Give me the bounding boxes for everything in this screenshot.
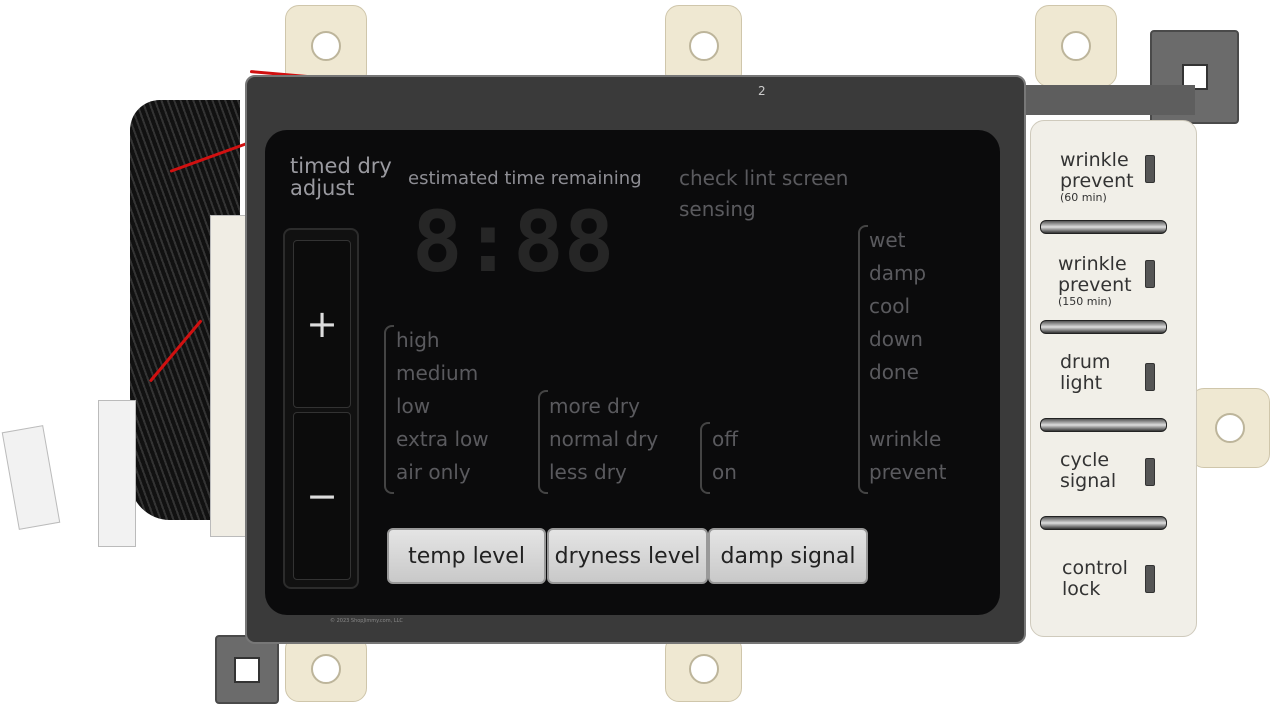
plus-button[interactable]: +: [293, 240, 351, 408]
dryness-less: less dry: [549, 460, 627, 484]
temp-low: low: [396, 394, 431, 418]
button-sublabel: (150 min): [1058, 295, 1112, 308]
wire-connector: [98, 400, 136, 547]
cycle-status-list: wet damp cool down done: [869, 224, 926, 389]
frame-mark: 2: [758, 84, 766, 98]
status-brace: [858, 225, 868, 494]
time-adjust-rocker: + −: [283, 228, 359, 589]
status-down: down: [869, 327, 923, 351]
indicator-led: [1145, 155, 1155, 183]
indicator-led: [1145, 565, 1155, 593]
cycle-signal-button[interactable]: cycle signal: [1060, 450, 1212, 492]
dryness-level-button[interactable]: dryness level: [547, 528, 708, 584]
label-line: adjust: [290, 176, 355, 200]
button-label: drum: [1060, 351, 1111, 373]
label-line: prevent: [869, 460, 947, 484]
damp-on: on: [712, 460, 737, 484]
status-done: done: [869, 360, 919, 384]
status-damp: damp: [869, 261, 927, 285]
mounting-tab: [285, 635, 367, 702]
button-sublabel: (60 min): [1060, 191, 1107, 204]
damp-brace: [700, 422, 710, 494]
estimated-time-label: estimated time remaining: [408, 168, 642, 189]
dryness-normal: normal dry: [549, 427, 659, 451]
minus-button[interactable]: −: [293, 412, 351, 580]
dryness-brace: [538, 390, 548, 494]
control-lock-button[interactable]: control lock: [1062, 558, 1214, 600]
status-wet: wet: [869, 228, 906, 252]
button-label: lock: [1062, 578, 1101, 600]
mounting-tab: [1190, 388, 1270, 468]
button-divider: [1040, 320, 1167, 334]
drum-light-button[interactable]: drum light: [1060, 352, 1212, 394]
button-label: signal: [1060, 470, 1117, 492]
temp-medium: medium: [396, 361, 479, 385]
indicator-led: [1145, 363, 1155, 391]
label-line: wrinkle: [869, 427, 942, 451]
button-label: wrinkle: [1060, 149, 1129, 171]
dryness-level-list: more dry normal dry less dry: [549, 390, 658, 489]
button-label: light: [1060, 372, 1103, 394]
button-divider: [1040, 220, 1167, 234]
mounting-bracket: [215, 635, 279, 704]
temp-air-only: air only: [396, 460, 471, 484]
button-label: prevent: [1058, 274, 1132, 296]
dryness-more: more dry: [549, 394, 640, 418]
status-cool: cool: [869, 294, 911, 318]
button-label: prevent: [1060, 170, 1134, 192]
watermark: © 2023 ShopJimmy.com, LLC: [330, 618, 403, 624]
bracket-arm: [1020, 85, 1195, 115]
wrinkle-prevent-60-button[interactable]: wrinkle prevent (60 min): [1060, 150, 1212, 204]
indicator-led: [1145, 458, 1155, 486]
wrinkle-prevent-150-button[interactable]: wrinkle prevent (150 min): [1058, 254, 1210, 308]
button-label: cycle: [1060, 449, 1110, 471]
mounting-tab: [665, 635, 742, 702]
wire-connector: [1, 425, 61, 530]
damp-signal-list: off on: [712, 423, 738, 489]
mounting-tab: [1035, 5, 1117, 87]
temp-level-list: high medium low extra low air only: [396, 324, 489, 489]
button-label: control: [1062, 557, 1128, 579]
damp-signal-button[interactable]: damp signal: [708, 528, 868, 584]
button-label: wrinkle: [1058, 253, 1127, 275]
wrinkle-prevent-status: wrinkle prevent: [869, 423, 946, 489]
check-lint-screen-label: check lint screen: [679, 166, 849, 190]
indicator-led: [1145, 260, 1155, 288]
side-button-strip: [1030, 120, 1197, 637]
temp-high: high: [396, 328, 440, 352]
timed-dry-adjust-label: timed dry adjust: [290, 155, 392, 199]
sensing-label: sensing: [679, 197, 756, 221]
temp-extra-low: extra low: [396, 427, 489, 451]
button-divider: [1040, 516, 1167, 530]
label-line: timed dry: [290, 154, 392, 178]
temp-level-button[interactable]: temp level: [387, 528, 546, 584]
button-divider: [1040, 418, 1167, 432]
damp-off: off: [712, 427, 739, 451]
temp-brace: [384, 325, 394, 494]
time-digits: 8:88: [412, 193, 615, 291]
